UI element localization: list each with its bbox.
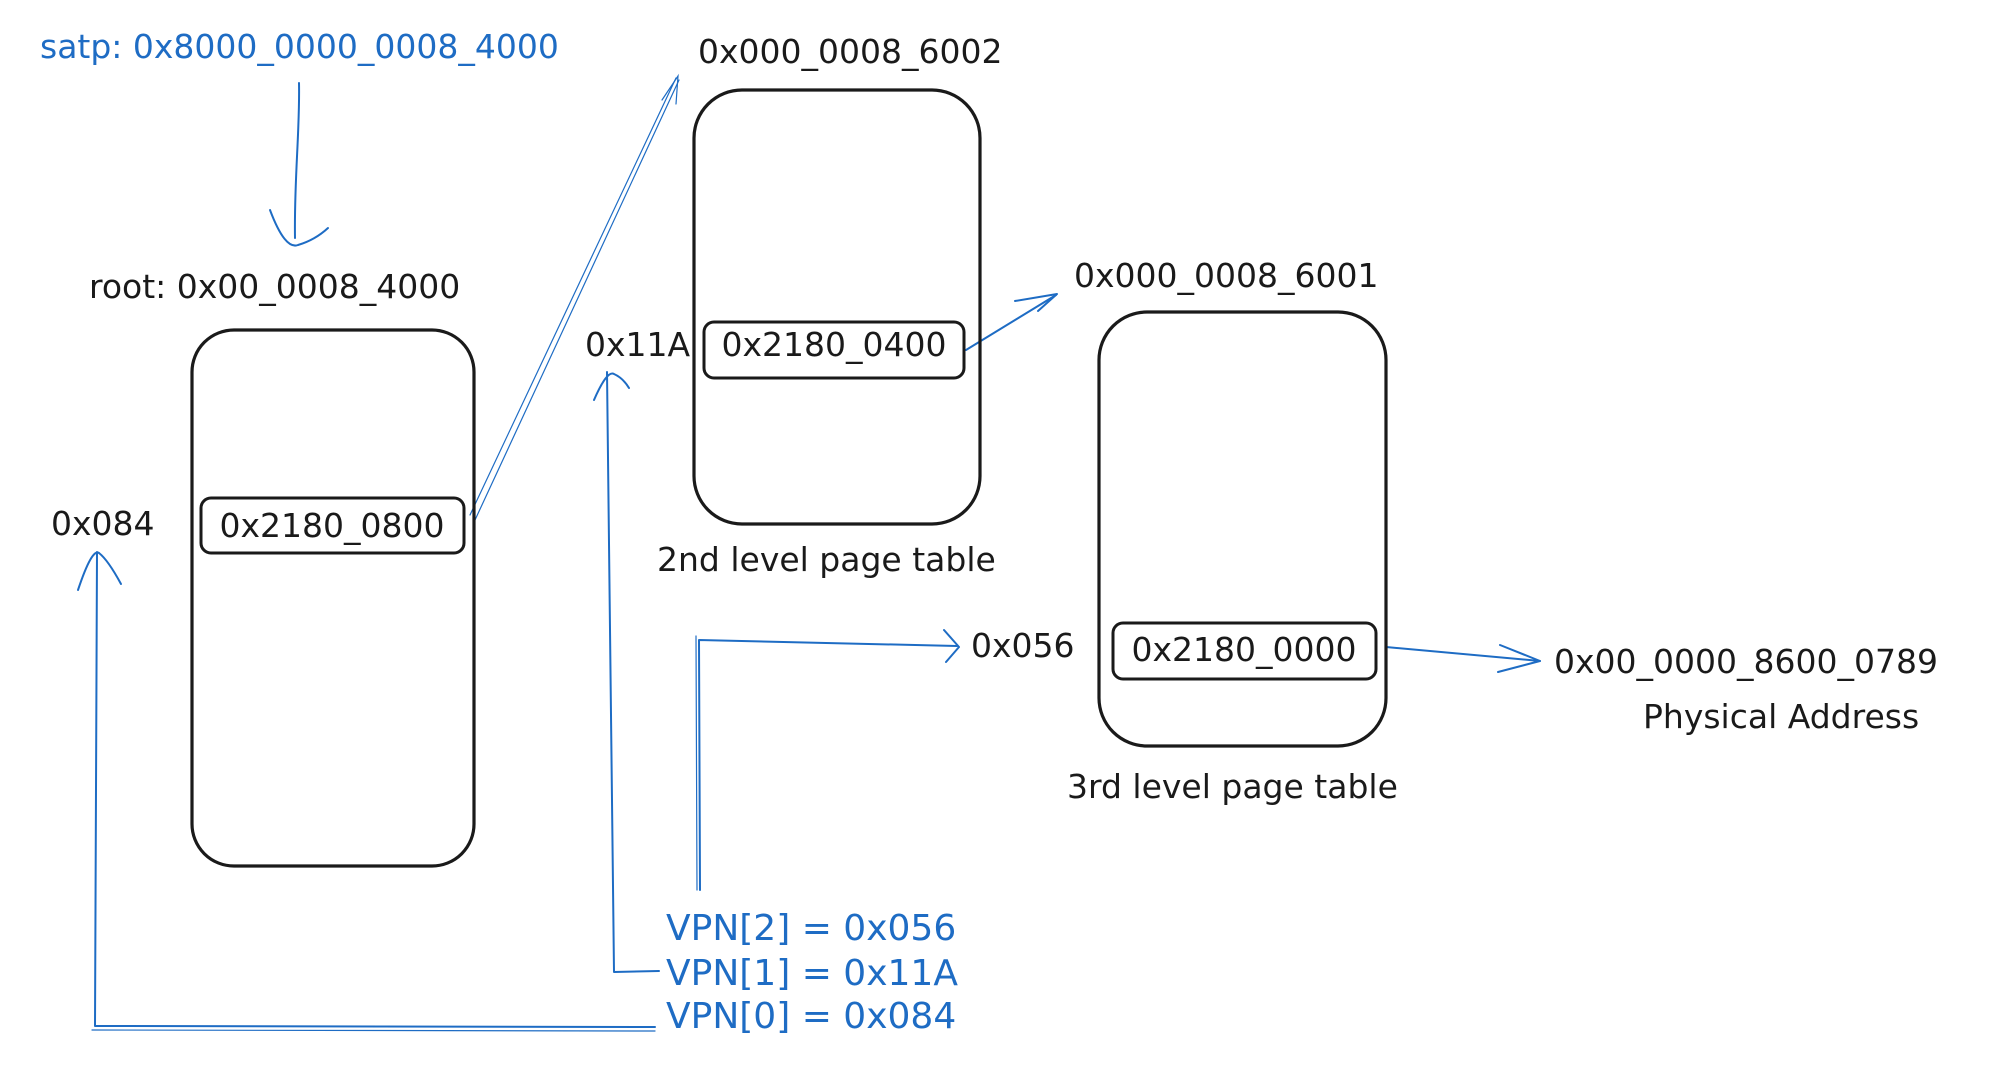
- root-to-second-arrowhead: [661, 73, 679, 105]
- vpn-2-label: VPN[2] = 0x056: [666, 908, 956, 949]
- vpn0-route: [94, 551, 656, 1028]
- third-table-entry: 0x2180_0000: [1132, 630, 1357, 669]
- vpn2-route: [698, 639, 958, 891]
- vpn2-route-shadow: [695, 635, 698, 891]
- second-table-caption: 2nd level page table: [657, 540, 996, 579]
- third-table-entry-box: [1111, 621, 1378, 681]
- third-to-physical-arrowhead: [1497, 644, 1541, 673]
- root-to-second-arrow-b: [474, 79, 680, 521]
- second-to-third-arrowhead: [1014, 293, 1058, 312]
- third-table-index: 0x056: [971, 626, 1075, 665]
- vpn0-arrowhead: [77, 551, 122, 591]
- root-to-second-arrow: [469, 77, 677, 516]
- satp-to-root-arrow: [293, 82, 301, 239]
- root-table-entry: 0x2180_0800: [220, 506, 445, 545]
- satp-arrowhead: [269, 209, 329, 247]
- third-table-address: 0x000_0008_6001: [1074, 256, 1378, 295]
- third-page-table-box: [1097, 310, 1388, 748]
- root-table-entry-box: [199, 496, 466, 555]
- vpn-0-label: VPN[0] = 0x084: [666, 996, 956, 1037]
- second-table-entry-box: [702, 320, 966, 380]
- second-table-address: 0x000_0008_6002: [698, 32, 1002, 71]
- vpn1-route: [606, 371, 660, 973]
- satp-label: satp: 0x8000_0000_0008_4000: [40, 27, 559, 66]
- third-to-physical-arrow: [1385, 646, 1541, 662]
- root-table-index: 0x084: [51, 504, 155, 543]
- root-table-title: root: 0x00_0008_4000: [89, 267, 460, 306]
- vpn1-arrowhead: [593, 372, 630, 401]
- root-page-table-box: [190, 328, 476, 868]
- second-page-table-box: [692, 88, 982, 526]
- vpn0-route-shadow: [91, 1029, 656, 1032]
- second-table-entry: 0x2180_0400: [722, 325, 947, 364]
- second-table-index: 0x11A: [585, 325, 691, 364]
- third-table-caption: 3rd level page table: [1067, 767, 1398, 806]
- physical-address-caption: Physical Address: [1643, 697, 1919, 736]
- vpn-1-label: VPN[1] = 0x11A: [666, 953, 958, 994]
- physical-address-value: 0x00_0000_8600_0789: [1554, 642, 1938, 681]
- vpn2-arrowhead: [943, 629, 960, 663]
